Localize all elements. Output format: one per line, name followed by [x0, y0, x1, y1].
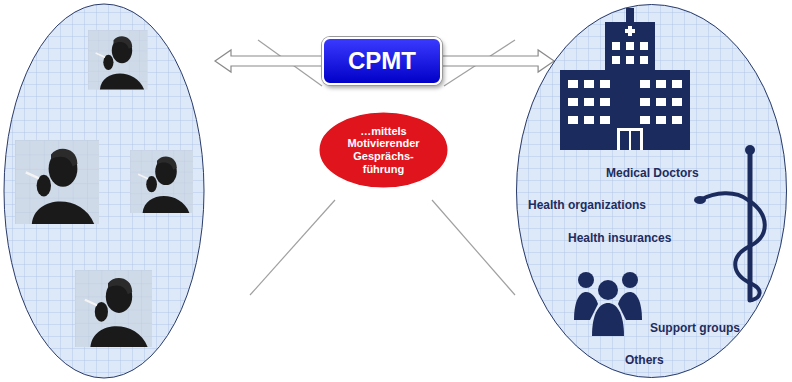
stakeholder-label: Medical Doctors [606, 166, 699, 180]
hospital-icon [560, 8, 690, 150]
stakeholder-ground [516, 4, 787, 378]
arrow-to-smokers [215, 50, 322, 72]
stakeholder-region: Medical DoctorsHealth organizationsHealt… [516, 4, 787, 378]
stakeholder-label: Support groups [650, 321, 740, 335]
label-holder: Health organizations [528, 195, 646, 213]
text-holder: …mittels Motivierender Gesprächs- führun… [318, 111, 449, 189]
ellipse-shape [319, 112, 449, 189]
ellipse-shape [517, 5, 787, 378]
node-title: CPMT [348, 48, 416, 74]
people-icon [574, 272, 642, 336]
cpmt-box: CPMT [322, 37, 442, 85]
stakeholder-label: Others [625, 353, 664, 367]
label-holder: Support groups [650, 318, 740, 336]
method-text: …mittels Motivierender Gesprächs- führun… [341, 125, 427, 176]
connector-arrow [442, 50, 554, 72]
smoker-photo [15, 140, 99, 224]
label-holder: Health insurances [568, 228, 671, 246]
smoker-photo [75, 270, 152, 347]
smokers-region [4, 4, 204, 378]
stakeholder-label: Health organizations [528, 198, 646, 212]
label-holder: Others [625, 350, 664, 368]
label-holder: Medical Doctors [606, 163, 699, 181]
staff-symbol [694, 145, 765, 300]
method-ellipse: …mittels Motivierender Gesprächs- führun… [318, 111, 449, 189]
stakeholder-label: Health insurances [568, 231, 671, 245]
smoker-photo [130, 150, 193, 213]
smoker-photo [88, 30, 148, 90]
text-holder: CPMT [324, 39, 440, 83]
